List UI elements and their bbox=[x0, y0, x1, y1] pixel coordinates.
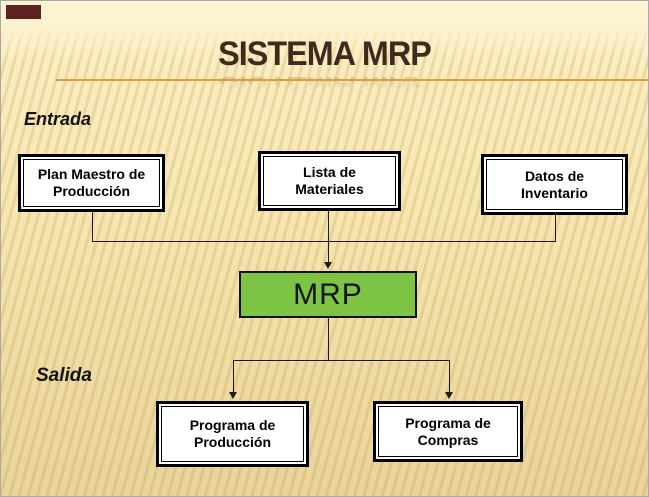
connector-line-mrp-down bbox=[328, 318, 329, 360]
process-box-mrp-label: MRP bbox=[293, 277, 363, 311]
box-text-line: Inventario bbox=[521, 184, 588, 201]
box-text-line: Plan Maestro de bbox=[37, 166, 146, 182]
connector-line-right-output bbox=[449, 360, 450, 393]
section-label-salida: Salida bbox=[36, 365, 92, 386]
input-box-plan-maestro: Plan Maestro de Producción bbox=[18, 154, 165, 212]
connector-line-inputs-horizontal bbox=[92, 241, 556, 242]
input-box-lista-materiales-label: Lista de Materiales bbox=[263, 156, 396, 206]
box-text-line: Programa de bbox=[405, 414, 491, 431]
output-box-programa-produccion-label: Programa de Producción bbox=[161, 406, 304, 462]
title-area: SISTEMA MRP SISTEMA MRP bbox=[1, 35, 648, 107]
connector-line-left-input bbox=[92, 212, 93, 241]
title-underline-rule bbox=[56, 79, 648, 81]
input-box-plan-maestro-label: Plan Maestro de Producción bbox=[23, 159, 160, 207]
input-box-datos-inventario: Datos de Inventario bbox=[481, 154, 628, 215]
connector-line-center-to-mrp bbox=[328, 211, 329, 263]
page-title: SISTEMA MRP bbox=[218, 35, 432, 73]
connector-line-outputs-fork bbox=[233, 360, 450, 361]
output-box-programa-compras-label: Programa de Compras bbox=[378, 406, 518, 457]
arrowhead-into-mrp bbox=[324, 262, 332, 269]
process-box-mrp: MRP bbox=[239, 271, 417, 318]
arrowhead-into-programa-compras bbox=[445, 392, 453, 399]
connector-line-right-input bbox=[555, 215, 556, 241]
box-text-line: Compras bbox=[417, 431, 479, 448]
output-box-programa-produccion: Programa de Producción bbox=[156, 401, 309, 467]
box-text-line: Producción bbox=[52, 183, 130, 199]
connector-line-left-output bbox=[233, 360, 234, 393]
input-box-lista-materiales: Lista de Materiales bbox=[258, 151, 401, 211]
output-box-programa-compras: Programa de Compras bbox=[373, 401, 523, 462]
box-text-line: Lista de bbox=[303, 164, 356, 180]
input-box-datos-inventario-label: Datos de Inventario bbox=[486, 159, 623, 210]
section-label-entrada: Entrada bbox=[24, 109, 92, 129]
box-text-line: Producción bbox=[193, 434, 271, 450]
arrowhead-into-programa-produccion bbox=[229, 392, 237, 399]
box-text-line: Materiales bbox=[295, 181, 364, 197]
page-title-reflection: SISTEMA MRP bbox=[218, 69, 431, 107]
box-text-line: Programa de bbox=[189, 417, 276, 433]
corner-decoration-rect bbox=[6, 5, 41, 19]
box-text-line: Datos de bbox=[524, 167, 585, 184]
